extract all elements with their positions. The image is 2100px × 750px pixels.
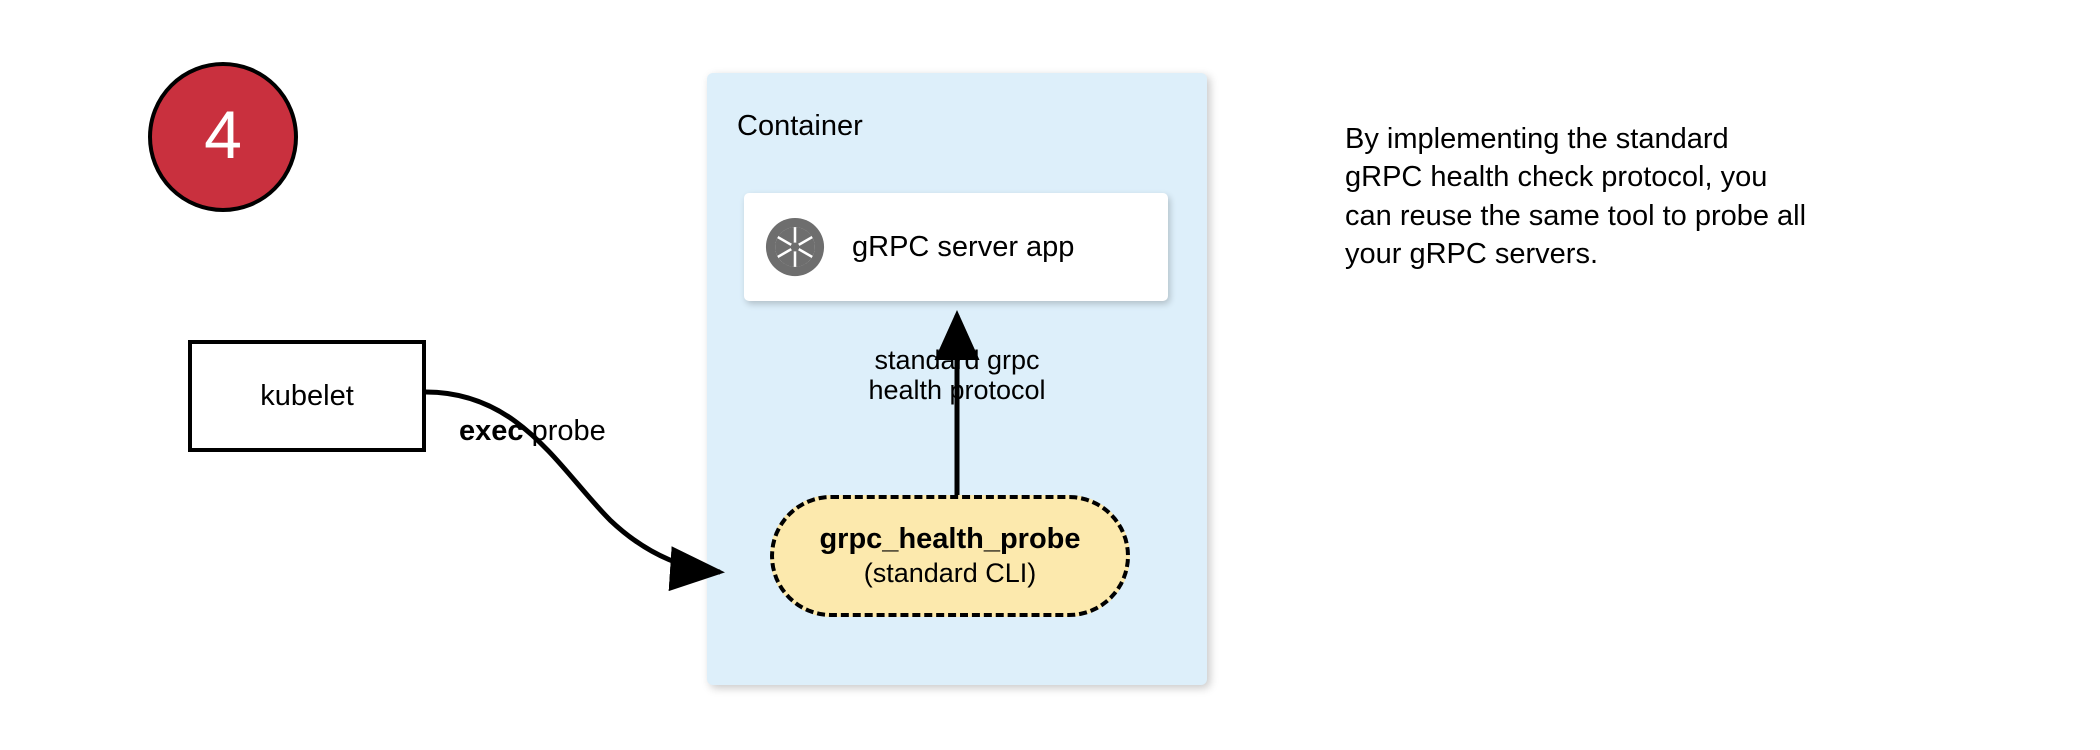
caption-text: By implementing the standard gRPC health… [1345,120,1965,273]
protocol-line-1: standard grpc [874,345,1040,375]
aperture-icon [765,217,825,277]
kubelet-label: kubelet [260,379,354,412]
grpc-health-probe-title: grpc_health_probe [819,523,1081,556]
health-protocol-label: standard grpc health protocol [707,345,1207,405]
caption-line-3: can reuse the same tool to probe all [1345,199,1807,232]
caption-line-1: By implementing the standard [1345,123,1729,155]
grpc-health-probe-subtitle: (standard CLI) [863,557,1037,588]
grpc-health-probe-node: grpc_health_probe (standard CLI) [770,495,1130,617]
exec-probe-rest: probe [523,415,606,447]
grpc-server-app-label: gRPC server app [852,230,1075,263]
caption-line-2: gRPC health check protocol, you [1345,161,1768,194]
step-number-label: 4 [204,97,242,173]
step-number-badge: 4 [148,62,298,212]
exec-probe-label: exec probe [459,415,606,448]
protocol-line-2: health protocol [868,375,1046,406]
kubelet-node: kubelet [188,340,426,452]
container-title: Container [737,110,863,142]
caption-line-4: your gRPC servers. [1345,237,1599,270]
exec-keyword: exec [459,415,524,447]
grpc-server-app-card: gRPC server app [744,193,1168,301]
